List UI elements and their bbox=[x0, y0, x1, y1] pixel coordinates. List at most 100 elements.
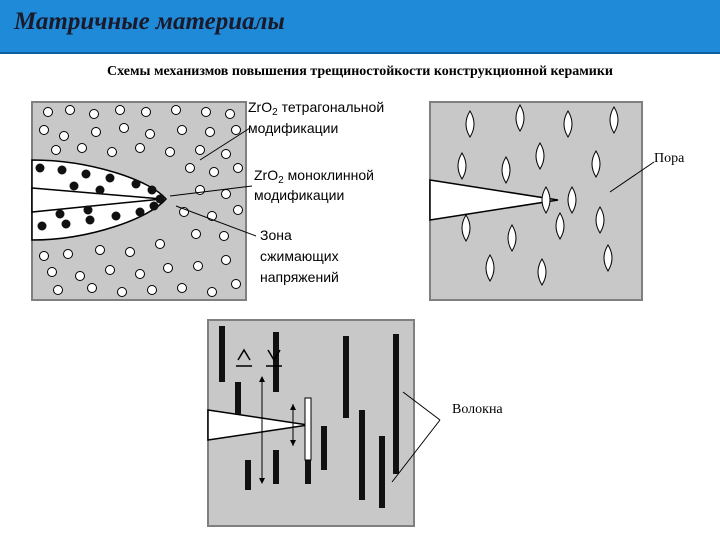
tetragonal-particle bbox=[105, 265, 115, 275]
tetragonal-particle bbox=[89, 109, 99, 119]
tetragonal-particle bbox=[135, 269, 145, 279]
dim2-arrow-down bbox=[290, 440, 296, 446]
tetragonal-particle bbox=[47, 267, 57, 277]
panel-pores bbox=[429, 101, 643, 301]
pore bbox=[535, 142, 545, 170]
tetragonal-particle bbox=[125, 247, 135, 257]
diagram-subtitle: Схемы механизмов повышения трещиностойко… bbox=[107, 64, 613, 79]
tetragonal-particle bbox=[233, 205, 243, 215]
monoclinic-particle bbox=[155, 194, 165, 204]
tetragonal-particle bbox=[221, 149, 231, 159]
tetragonal-particle bbox=[185, 163, 195, 173]
monoclinic-particle bbox=[131, 179, 141, 189]
tetragonal-particle bbox=[107, 147, 117, 157]
fiber bbox=[359, 410, 365, 500]
fiber bbox=[379, 436, 385, 508]
pore bbox=[563, 110, 573, 138]
fiber bbox=[235, 382, 241, 414]
label-pore: Пора bbox=[654, 151, 685, 166]
pore bbox=[507, 224, 517, 252]
pore bbox=[501, 156, 511, 184]
tetragonal-particle bbox=[219, 231, 229, 241]
crack-1 bbox=[31, 187, 163, 213]
panel-fibers bbox=[207, 319, 415, 527]
stress-arrows bbox=[236, 348, 296, 484]
fibers-group bbox=[219, 326, 399, 508]
monoclinic-particle bbox=[83, 205, 93, 215]
tetragonal-particle bbox=[53, 285, 63, 295]
fiber bbox=[321, 426, 327, 470]
tetragonal-particle bbox=[115, 105, 125, 115]
tetragonal-particle bbox=[135, 143, 145, 153]
bridging-fiber bbox=[304, 397, 312, 461]
pore bbox=[595, 206, 605, 234]
tetragonal-particle bbox=[155, 239, 165, 249]
monoclinic-particle bbox=[105, 173, 115, 183]
pore bbox=[609, 106, 619, 134]
tetragonal-particle bbox=[231, 125, 241, 135]
pore bbox=[485, 254, 495, 282]
tetragonal-particle bbox=[75, 271, 85, 281]
tetragonal-particle bbox=[145, 129, 155, 139]
fiber bbox=[219, 326, 225, 382]
tetragonal-particle bbox=[95, 245, 105, 255]
tetragonal-particle bbox=[141, 107, 151, 117]
tetragonal-particle bbox=[177, 283, 187, 293]
tetragonal-particle bbox=[65, 105, 75, 115]
pore bbox=[515, 104, 525, 132]
monoclinic-particle bbox=[57, 165, 67, 175]
header-bar: Матричные материалы bbox=[0, 0, 720, 54]
monoclinic-particle bbox=[61, 219, 71, 229]
tetragonal-particle bbox=[205, 127, 215, 137]
panel-transformation-toughening bbox=[31, 101, 247, 301]
monoclinic-particle bbox=[69, 181, 79, 191]
tetragonal-particle bbox=[119, 123, 129, 133]
tetragonal-particle bbox=[59, 131, 69, 141]
label-monoclinic-line2: модификации bbox=[254, 187, 344, 203]
pore bbox=[541, 186, 551, 214]
tetragonal-particle bbox=[201, 107, 211, 117]
dim-arrow-up bbox=[259, 376, 265, 382]
pore bbox=[457, 152, 467, 180]
fiber bbox=[273, 332, 279, 392]
monoclinic-particle bbox=[35, 163, 45, 173]
tetragonal-particle bbox=[193, 261, 203, 271]
tetragonal-particle bbox=[147, 285, 157, 295]
crack-2 bbox=[429, 179, 559, 221]
monoclinic-particle bbox=[81, 169, 91, 179]
page-title: Матричные материалы bbox=[14, 8, 285, 35]
monoclinic-particle bbox=[37, 221, 47, 231]
tetragonal-particle bbox=[207, 287, 217, 297]
tetragonal-particles bbox=[39, 105, 243, 297]
crack-3 bbox=[207, 409, 309, 441]
label-tetragonal-line2: модификации bbox=[248, 120, 338, 136]
leader-tetragonal bbox=[199, 127, 251, 161]
tetragonal-particle bbox=[77, 143, 87, 153]
label-zone-line3: напряжений bbox=[260, 269, 339, 285]
tetragonal-particle bbox=[165, 147, 175, 157]
monoclinic-particle bbox=[135, 207, 145, 217]
leader-monoclinic bbox=[169, 185, 253, 197]
monoclinic-particle bbox=[95, 185, 105, 195]
monoclinic-particle bbox=[147, 185, 157, 195]
arrow-up-marker bbox=[237, 348, 251, 361]
pore bbox=[567, 186, 577, 214]
tetragonal-particle bbox=[171, 105, 181, 115]
pore bbox=[555, 212, 565, 240]
tetragonal-particle bbox=[191, 229, 201, 239]
pore bbox=[591, 150, 601, 178]
pore bbox=[461, 214, 471, 242]
pores-group bbox=[457, 104, 619, 286]
leader-pore bbox=[609, 161, 655, 193]
tetragonal-particle bbox=[117, 287, 127, 297]
tetragonal-particle bbox=[225, 109, 235, 119]
monoclinic-particle bbox=[85, 215, 95, 225]
tetragonal-particle bbox=[63, 249, 73, 259]
tetragonal-particle bbox=[195, 145, 205, 155]
tetragonal-particle bbox=[177, 125, 187, 135]
tetragonal-particle bbox=[43, 107, 53, 117]
pore bbox=[465, 110, 475, 138]
